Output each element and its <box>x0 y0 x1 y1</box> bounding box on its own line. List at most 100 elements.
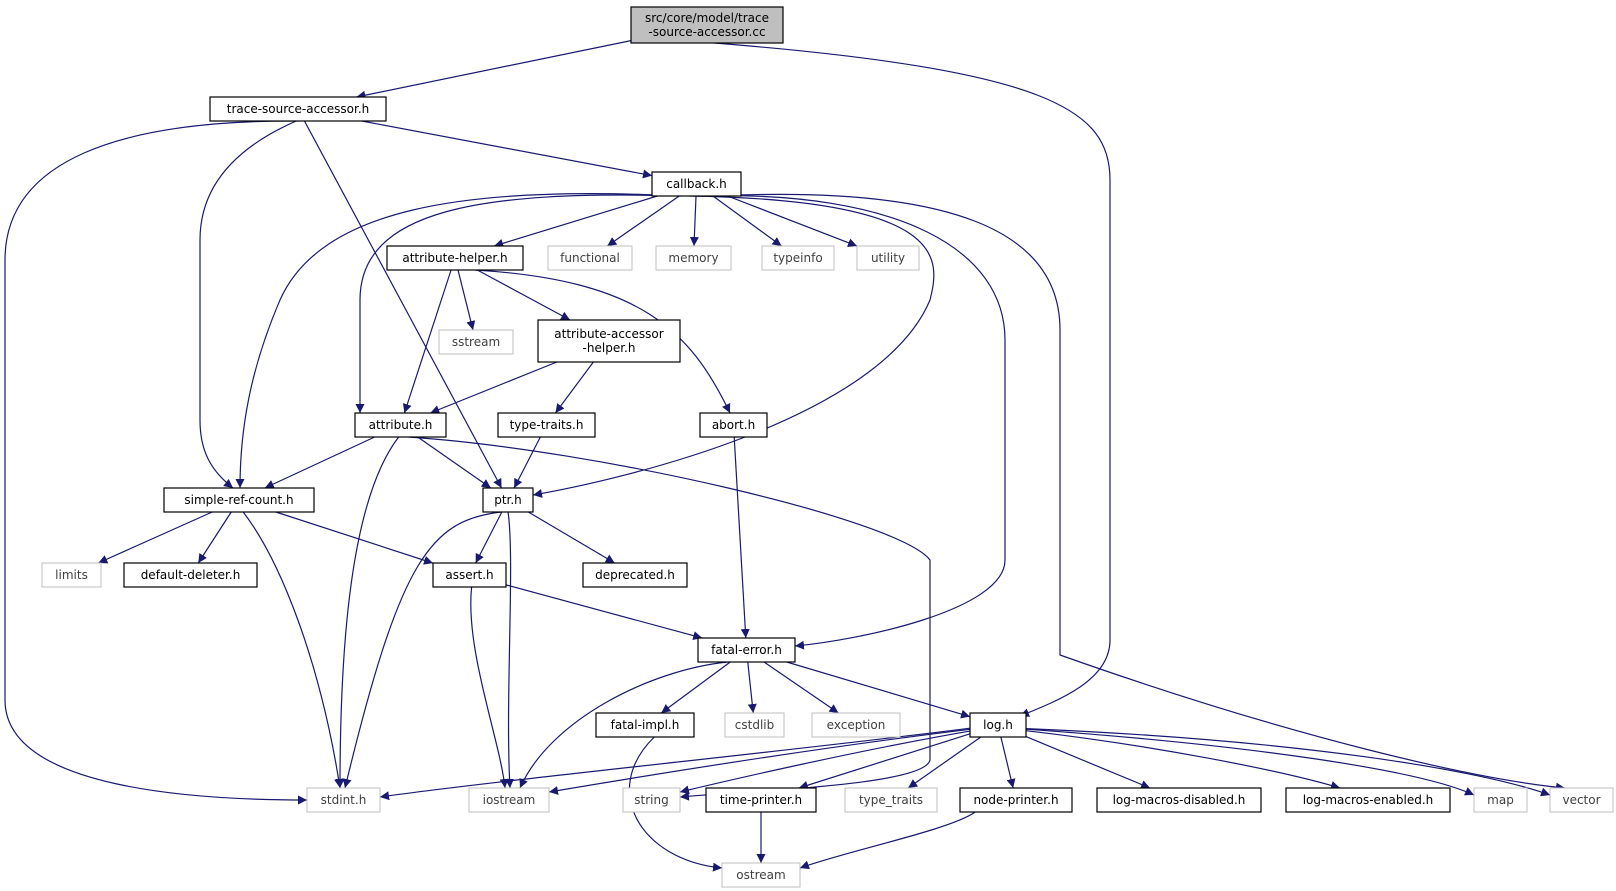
node-limits: limits <box>41 562 102 588</box>
node-cstdlib: cstdlib <box>724 712 785 738</box>
node-label: memory <box>668 251 718 265</box>
node-box <box>969 712 1027 738</box>
node-label: exception <box>827 718 886 732</box>
node-box <box>209 96 387 122</box>
node-box <box>582 562 688 588</box>
node-vector: vector <box>1549 787 1614 813</box>
edge-log-to-string <box>679 730 971 795</box>
edge-fatalerror-to-fatalimpl <box>660 661 731 714</box>
node-ptr[interactable]: ptr.h <box>482 487 534 513</box>
node-defdeleter[interactable]: default-deleter.h <box>123 562 258 588</box>
edge-fatalimpl-to-ostream <box>628 736 723 872</box>
edge-ptr-to-assert <box>475 511 503 564</box>
node-fatalimpl[interactable]: fatal-impl.h <box>595 712 695 738</box>
node-type_traits: type_traits <box>844 787 938 813</box>
edge-assert-to-iostream <box>470 586 509 789</box>
node-assert[interactable]: assert.h <box>432 562 507 588</box>
node-label: -source-accessor.cc <box>648 25 765 39</box>
edge-callback-to-attribute <box>355 194 682 413</box>
node-attraccessor[interactable]: attribute-accessor-helper.h <box>537 319 681 363</box>
node-box <box>622 787 681 813</box>
edge-ptr-to-stdint <box>342 511 502 789</box>
node-attribute[interactable]: attribute.h <box>354 412 447 438</box>
node-label: cstdlib <box>735 718 774 732</box>
node-label: simple-ref-count.h <box>184 493 293 507</box>
node-fatalerror[interactable]: fatal-error.h <box>697 637 796 663</box>
edge-log-to-stdint <box>379 727 971 801</box>
edge-abort-to-fatalerror <box>733 436 750 639</box>
edge-nodeprinter-to-ostream <box>799 811 976 870</box>
edge-fatalerror-to-log <box>786 661 971 719</box>
node-string: string <box>622 787 681 813</box>
edge-attribute-to-simpleref <box>264 436 375 489</box>
node-label: callback.h <box>666 177 727 191</box>
node-box <box>468 787 550 813</box>
node-box <box>856 245 920 271</box>
node-deprecated[interactable]: deprecated.h <box>582 562 688 588</box>
node-label: fatal-impl.h <box>611 718 680 732</box>
node-label: default-deleter.h <box>141 568 241 582</box>
node-sstream: sstream <box>438 329 514 355</box>
edge-attrhelper-to-sstream <box>457 269 476 331</box>
node-box <box>537 319 681 363</box>
edge-attribute-to-ptr <box>417 436 492 489</box>
node-label: typeinfo <box>773 251 822 265</box>
node-label: src/core/model/trace <box>645 11 769 25</box>
node-label: iostream <box>483 793 536 807</box>
node-label: type-traits.h <box>510 418 584 432</box>
node-root: src/core/model/trace-source-accessor.cc <box>630 6 784 44</box>
edge-attrhelper-to-attribute <box>402 269 452 414</box>
node-label: log-macros-disabled.h <box>1113 793 1246 807</box>
edge-callback-to-fatalerror <box>697 194 1006 650</box>
node-box <box>547 245 633 271</box>
node-iostream: iostream <box>468 787 550 813</box>
node-box <box>163 487 315 513</box>
node-box <box>482 487 534 513</box>
edge-callback-to-ptr <box>532 195 935 498</box>
node-box <box>724 712 785 738</box>
node-box <box>697 637 796 663</box>
node-callback[interactable]: callback.h <box>651 171 742 197</box>
node-box <box>41 562 102 588</box>
node-label: deprecated.h <box>595 568 675 582</box>
node-box <box>705 787 817 813</box>
node-box <box>811 712 901 738</box>
node-abort[interactable]: abort.h <box>699 412 768 438</box>
node-label: node-printer.h <box>973 793 1058 807</box>
edge-log-to-iostream <box>548 728 971 795</box>
node-box <box>761 245 835 271</box>
node-label: limits <box>55 568 88 582</box>
node-logenabled[interactable]: log-macros-enabled.h <box>1285 787 1451 813</box>
node-log[interactable]: log.h <box>969 712 1027 738</box>
node-label: utility <box>871 251 905 265</box>
node-label: log-macros-enabled.h <box>1303 793 1434 807</box>
edge-log-to-vector <box>1025 727 1551 797</box>
node-nodeprinter[interactable]: node-printer.h <box>959 787 1073 813</box>
edge-simpleref-to-assert <box>275 511 434 565</box>
node-box <box>655 245 732 271</box>
node-box <box>354 412 447 438</box>
edge-attribute-to-stdint <box>335 436 400 789</box>
node-box <box>595 712 695 738</box>
node-label: -helper.h <box>583 341 636 355</box>
edge-tsah-to-ptr <box>303 120 503 489</box>
node-logdisabled[interactable]: log-macros-disabled.h <box>1096 787 1262 813</box>
edge-attraccessor-to-typetraitsh <box>554 361 594 414</box>
node-stdint: stdint.h <box>306 787 381 813</box>
node-tsah[interactable]: trace-source-accessor.h <box>209 96 387 122</box>
edge-callback-to-simpleref <box>235 192 680 489</box>
node-label: ptr.h <box>494 493 522 507</box>
node-box <box>432 562 507 588</box>
edge-root-to-log <box>714 42 1111 717</box>
edge-root-to-tsah <box>356 40 632 100</box>
node-memory: memory <box>655 245 732 271</box>
edge-log-to-map <box>1025 728 1475 796</box>
node-simpleref[interactable]: simple-ref-count.h <box>163 487 315 513</box>
node-label: attribute.h <box>369 418 433 432</box>
node-label: functional <box>560 251 620 265</box>
node-typetraitsh[interactable]: type-traits.h <box>497 412 596 438</box>
node-attrhelper[interactable]: attribute-helper.h <box>386 245 524 271</box>
nodes-layer: src/core/model/trace-source-accessor.cc t… <box>41 6 1614 888</box>
node-box <box>959 787 1073 813</box>
node-timeprinter[interactable]: time-printer.h <box>705 787 817 813</box>
